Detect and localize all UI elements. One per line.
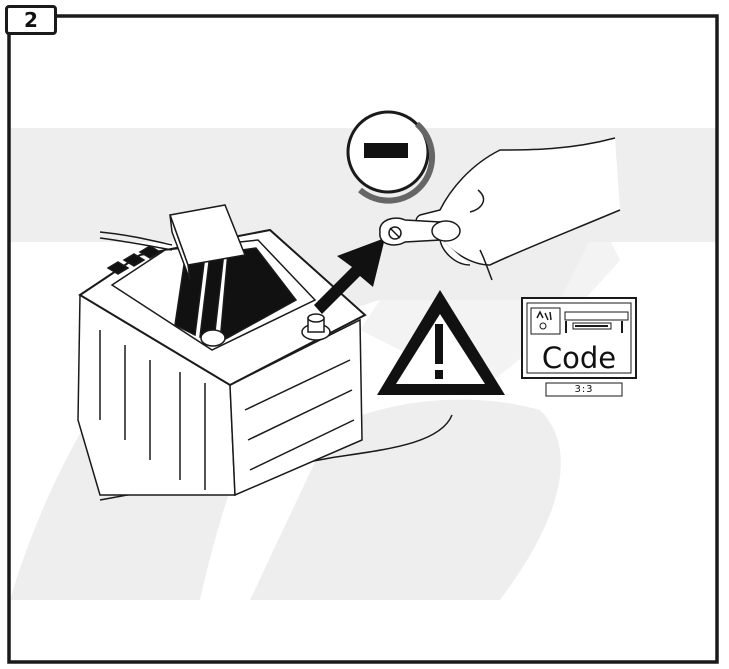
radio-code-value: 3:3 [546, 383, 622, 396]
radio-code-label: Code [522, 338, 636, 378]
step-number-badge: 2 [5, 5, 57, 35]
